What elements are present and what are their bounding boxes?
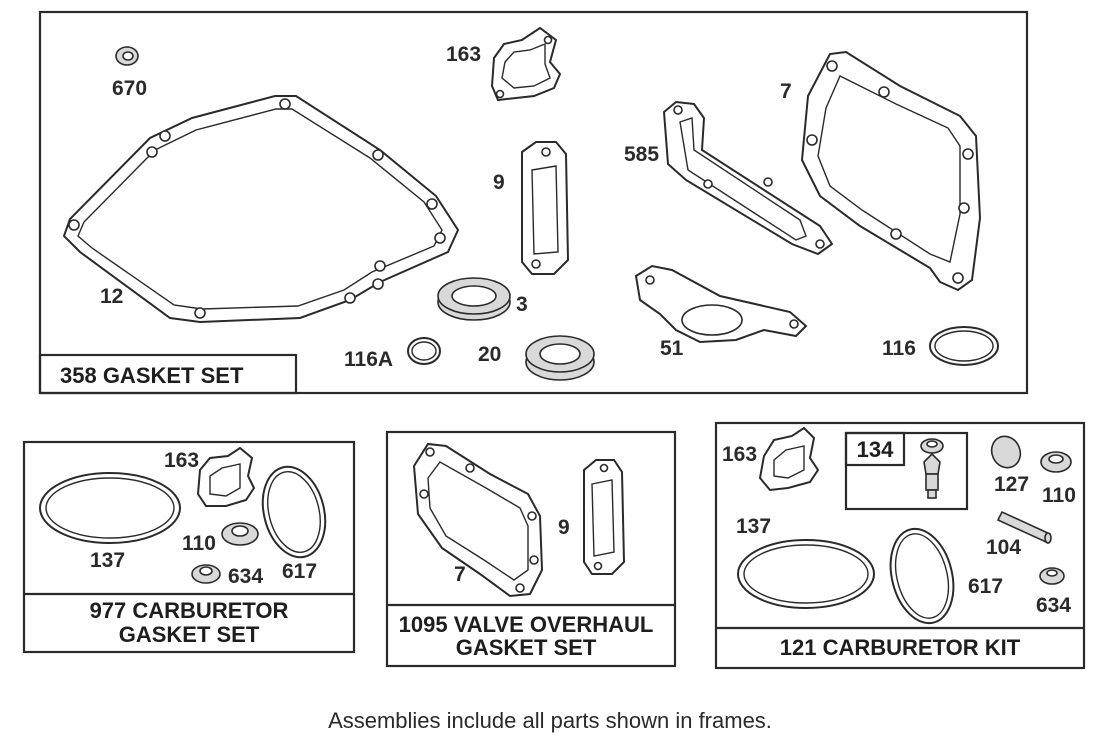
label-116a: 116A: [344, 348, 393, 371]
label-116: 116: [882, 337, 916, 360]
carb-kit-label-137: 137: [736, 515, 771, 538]
label-3: 3: [516, 293, 528, 316]
label-585: 585: [624, 143, 659, 166]
part-20-oil-seal: [525, 335, 595, 381]
carb-set-part-617-o-ring: [261, 465, 327, 559]
carb-kit-part-110: [1040, 451, 1072, 473]
carb-set-label-137: 137: [90, 549, 125, 572]
carb-kit-title: 121 CARBURETOR KIT: [780, 635, 1021, 660]
carb-kit-part-137-o-ring: [737, 539, 875, 609]
gasket-set-title: 358 GASKET SET: [60, 363, 244, 388]
carb-kit-label-104: 104: [986, 536, 1021, 559]
carb-gasket-set-title-1: 977 CARBURETOR: [90, 598, 289, 623]
carb-set-part-137-o-ring: [39, 472, 181, 544]
valve-set-part-9-cover-gasket: [583, 459, 626, 575]
carb-kit-label-127: 127: [994, 473, 1029, 496]
valve-set-label-9: 9: [558, 516, 570, 539]
carb-gasket-set-frame: 977 CARBURETOR GASKET SET: [22, 440, 356, 654]
carb-kit-label-110: 110: [1042, 484, 1076, 507]
part-116a-o-ring: [407, 337, 441, 365]
part-51-exhaust-gasket: [634, 264, 808, 344]
carb-set-label-110: 110: [182, 532, 216, 555]
carb-kit-label-634: 634: [1036, 594, 1071, 617]
part-12-crankcase-gasket: [62, 95, 460, 324]
carb-kit-part-617-o-ring: [889, 527, 955, 625]
label-670: 670: [112, 77, 147, 100]
carb-set-label-163: 163: [164, 449, 199, 472]
part-3-oil-seal: [437, 277, 511, 321]
label-7: 7: [780, 80, 792, 103]
carb-set-label-634: 634: [228, 565, 263, 588]
part-670-seal: [115, 46, 139, 66]
carb-set-part-110: [221, 522, 259, 546]
valve-set-part-7-head-gasket: [412, 442, 544, 598]
part-163-carb-gasket: [490, 26, 562, 102]
carb-kit-label-163: 163: [722, 443, 757, 466]
footer-note: Assemblies include all parts shown in fr…: [328, 708, 772, 733]
carb-kit-part-634: [1039, 567, 1065, 585]
label-12: 12: [100, 285, 123, 308]
valve-overhaul-frame: 1095 VALVE OVERHAUL GASKET SET: [385, 430, 677, 668]
carb-kit-inset-label: 134: [857, 437, 894, 462]
label-9: 9: [493, 171, 505, 194]
carb-kit-frame: 121 CARBURETOR KIT 134: [714, 421, 1086, 670]
part-585-breather-gasket: [662, 100, 834, 256]
carb-set-label-617: 617: [282, 560, 317, 583]
carb-kit-label-617: 617: [968, 575, 1003, 598]
valve-set-label-7: 7: [454, 563, 466, 586]
label-163: 163: [446, 43, 481, 66]
carb-kit-part-127-plug: [990, 435, 1022, 469]
carb-kit-part-134-needle-valve: [920, 438, 944, 499]
label-51: 51: [660, 337, 684, 360]
valve-overhaul-title-2: GASKET SET: [456, 635, 597, 660]
carb-kit-part-163: [758, 426, 820, 492]
part-116-o-ring: [929, 326, 999, 366]
carb-set-part-163: [196, 446, 256, 507]
valve-overhaul-title-1: 1095 VALVE OVERHAUL: [399, 612, 654, 637]
label-20: 20: [478, 343, 501, 366]
part-7-cylinder-head-gasket: [800, 50, 982, 292]
carb-kit-part-104-pin: [996, 510, 1052, 544]
part-9-valve-cover-gasket: [521, 141, 570, 275]
carb-set-part-634: [191, 564, 221, 584]
carb-gasket-set-title-2: GASKET SET: [119, 622, 260, 647]
gasket-set-frame: 358 GASKET SET: [38, 10, 1029, 395]
